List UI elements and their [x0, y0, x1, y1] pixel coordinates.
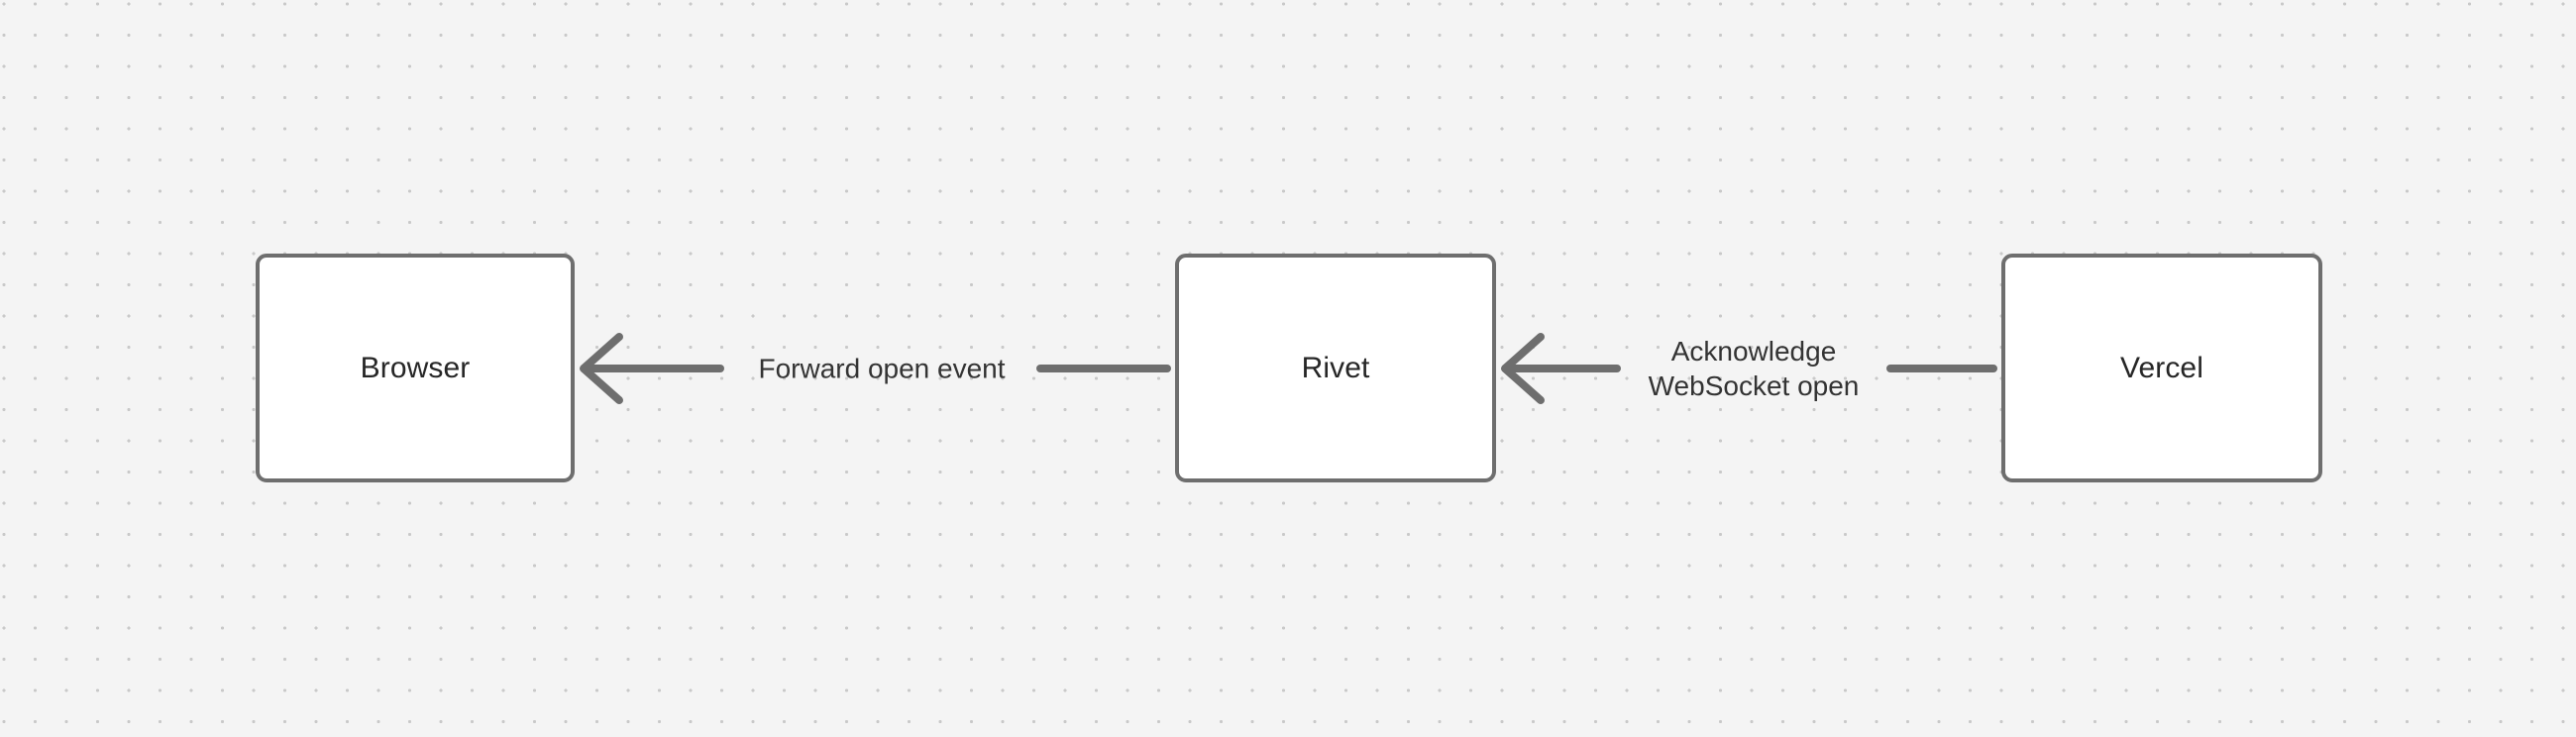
arrowhead-left-icon: [580, 333, 623, 404]
edge-label-line: WebSocket open: [1648, 370, 1860, 401]
edge-label-line: Acknowledge: [1670, 336, 1837, 367]
arrowhead-left-icon: [1501, 333, 1545, 404]
edge-label-acknowledge-websocket-open: Acknowledge WebSocket open: [1649, 334, 1860, 403]
node-rivet[interactable]: Rivet: [1175, 254, 1496, 482]
edge-label-forward-open-event: Forward open event: [758, 352, 1005, 386]
node-browser-label: Browser: [360, 351, 471, 384]
edge-label-line: Forward open event: [758, 353, 1006, 384]
node-vercel[interactable]: Vercel: [2001, 254, 2322, 482]
node-vercel-label: Vercel: [2120, 351, 2203, 384]
node-browser[interactable]: Browser: [256, 254, 575, 482]
node-rivet-label: Rivet: [1301, 351, 1370, 384]
